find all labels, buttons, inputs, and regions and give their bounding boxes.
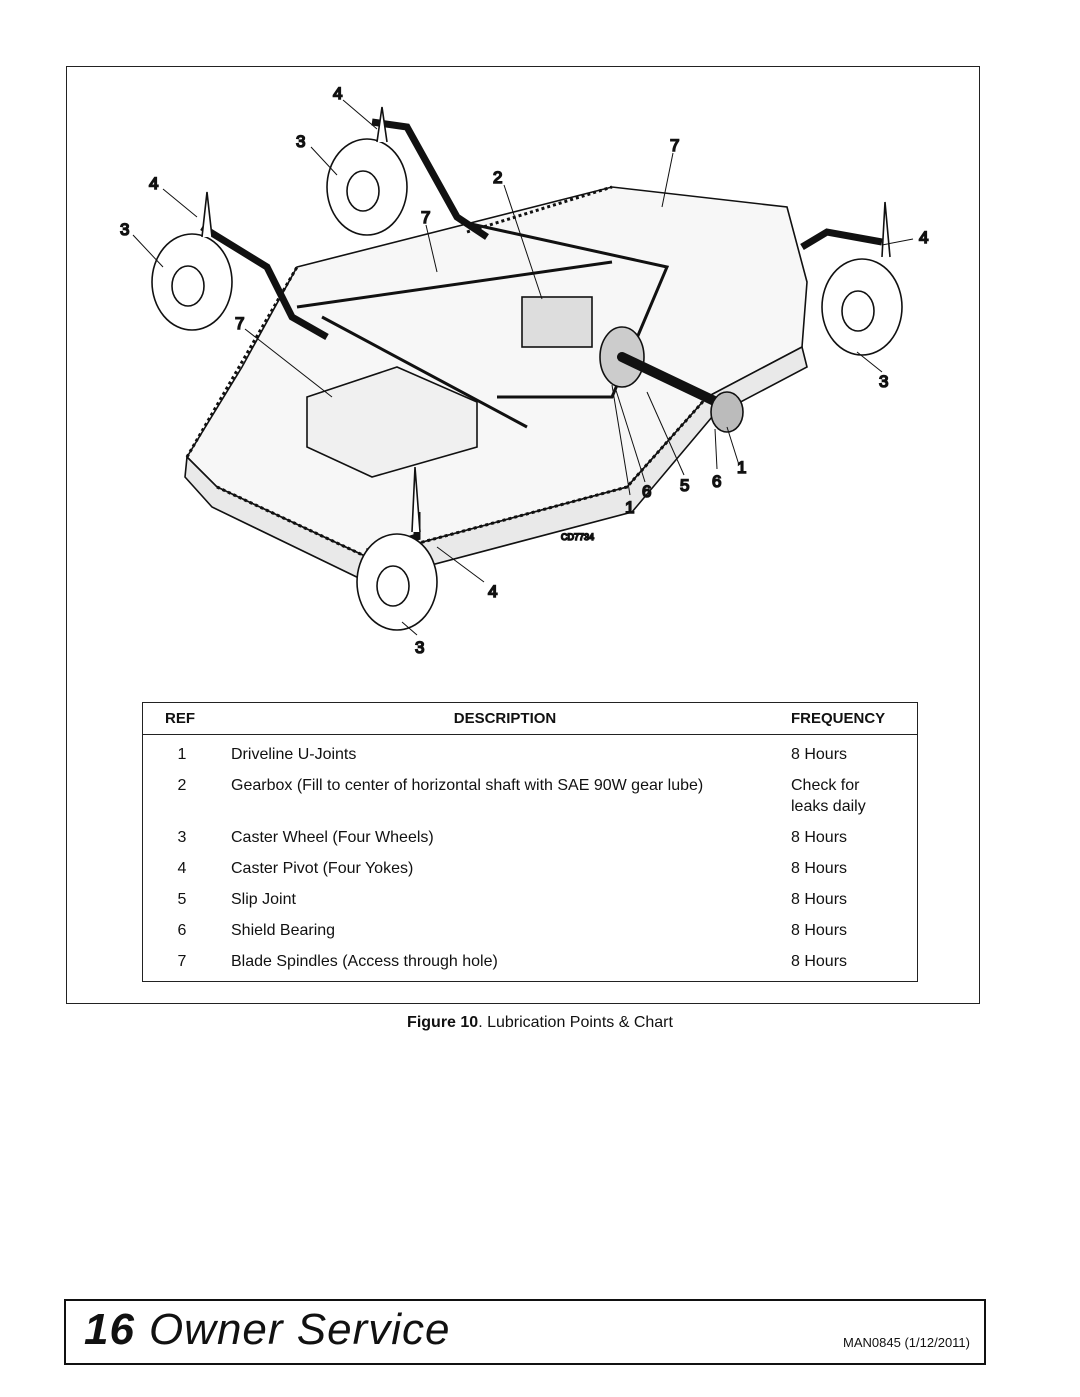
frequency-cell: 8 Hours (789, 827, 917, 848)
mower-diagram: 4 3 4 3 7 2 7 7 4 3 1 6 5 6 1 4 3 CD7734 (119, 83, 929, 658)
driveline-shaft (617, 352, 732, 412)
frequency-cell: 8 Hours (789, 744, 917, 765)
callout-label: 3 (120, 220, 129, 239)
description-cell: Caster Pivot (Four Yokes) (231, 860, 414, 877)
description-cell: Shield Bearing (231, 922, 336, 939)
callout-label: 1 (737, 458, 746, 477)
frequency-text: 8 Hours (791, 891, 848, 908)
callout-label: 2 (493, 168, 502, 187)
callout-label: 4 (333, 84, 342, 103)
ref-cell: 4 (177, 860, 187, 877)
table-row: 5 Slip Joint 8 Hours (143, 884, 917, 915)
frequency-text: 8 Hours (791, 953, 848, 970)
ref-cell: 6 (177, 922, 187, 939)
callout-label: 5 (680, 476, 689, 495)
a-frame (296, 220, 670, 429)
ref-header: REF (165, 710, 195, 727)
leader-lines (132, 99, 914, 636)
caster-wheel-left (151, 191, 233, 331)
callout-label: 4 (149, 174, 158, 193)
description-cell: Caster Wheel (Four Wheels) (231, 829, 434, 846)
figure-label: Figure 10 (407, 1014, 479, 1031)
frequency-cell: 8 Hours (789, 889, 917, 910)
frequency-cell: 8 Hours (789, 858, 917, 879)
drawing-code: CD7734 (561, 532, 594, 542)
frequency-text: leaks daily (791, 798, 866, 815)
caster-arm-rear (371, 118, 489, 240)
figure-caption: Figure 10. Lubrication Points & Chart (0, 1014, 1080, 1032)
caster-wheel-front (356, 466, 438, 631)
section-title: Owner Service (148, 1305, 451, 1354)
frequency-header: FREQUENCY (791, 710, 886, 727)
caption-text: . Lubrication Points & Chart (478, 1014, 673, 1031)
description-cell: Slip Joint (231, 891, 296, 908)
frequency-cell: Check for leaks daily (789, 775, 917, 817)
callout-label: 4 (488, 582, 497, 601)
frequency-text: Check for (791, 777, 860, 794)
table-row: 7 Blade Spindles (Access through hole) 8… (143, 946, 917, 977)
callout-label: 7 (670, 136, 679, 155)
table-row: 6 Shield Bearing 8 Hours (143, 915, 917, 946)
description-cell: Driveline U-Joints (231, 746, 357, 763)
frequency-cell: 8 Hours (789, 920, 917, 941)
caster-arm-right (800, 228, 883, 251)
frequency-text: 8 Hours (791, 746, 848, 763)
table-header: REF DESCRIPTION FREQUENCY (143, 703, 917, 735)
gearbox (521, 296, 593, 348)
callout-label: 3 (296, 132, 305, 151)
frequency-cell: 8 Hours (789, 951, 917, 972)
ref-cell: 1 (177, 746, 187, 763)
page-footer: 16 Owner Service MAN0845 (1/12/2011) (64, 1299, 986, 1365)
ref-cell: 3 (177, 829, 187, 846)
document-code: MAN0845 (1/12/2011) (843, 1335, 970, 1350)
table-body: 1 Driveline U-Joints 8 Hours 2 Gearbox (… (143, 735, 917, 981)
callout-label: 1 (625, 498, 634, 517)
callout-label: 6 (642, 482, 651, 501)
caster-arm-left (200, 224, 329, 341)
caster-wheel-rear (326, 106, 408, 236)
table-row: 1 Driveline U-Joints 8 Hours (143, 739, 917, 770)
description-header: DESCRIPTION (453, 710, 557, 727)
driveline-ujoint (710, 391, 744, 433)
callout-label: 4 (919, 228, 928, 247)
callout-label: 3 (879, 372, 888, 391)
mower-deck (185, 186, 808, 558)
page-number: 16 (84, 1305, 135, 1354)
ref-cell: 7 (177, 953, 187, 970)
ref-cell: 2 (177, 777, 187, 794)
callout-label: 6 (712, 472, 721, 491)
belt-shield (306, 366, 478, 478)
frequency-text: 8 Hours (791, 829, 848, 846)
figure-frame: 4 3 4 3 7 2 7 7 4 3 1 6 5 6 1 4 3 CD7734… (66, 66, 980, 1004)
callout-label: 7 (421, 208, 430, 227)
table-row: 4 Caster Pivot (Four Yokes) 8 Hours (143, 853, 917, 884)
description-cell: Gearbox (Fill to center of horizontal sh… (231, 777, 704, 794)
front-edge (185, 266, 299, 458)
ref-cell: 5 (177, 891, 187, 908)
description-cell: Blade Spindles (Access through hole) (231, 953, 498, 970)
blade-edge (216, 396, 709, 559)
callout-label: 7 (235, 314, 244, 333)
caster-wheel-right (821, 201, 903, 356)
callout-label: 3 (415, 638, 424, 657)
rear-edge (466, 185, 613, 234)
lubrication-table: REF DESCRIPTION FREQUENCY 1 Driveline U-… (142, 702, 918, 982)
section-heading: 16 Owner Service (84, 1305, 451, 1355)
table-row: 3 Caster Wheel (Four Wheels) 8 Hours (143, 822, 917, 853)
frequency-text: 8 Hours (791, 860, 848, 877)
frequency-text: 8 Hours (791, 922, 848, 939)
table-row: 2 Gearbox (Fill to center of horizontal … (143, 770, 917, 822)
